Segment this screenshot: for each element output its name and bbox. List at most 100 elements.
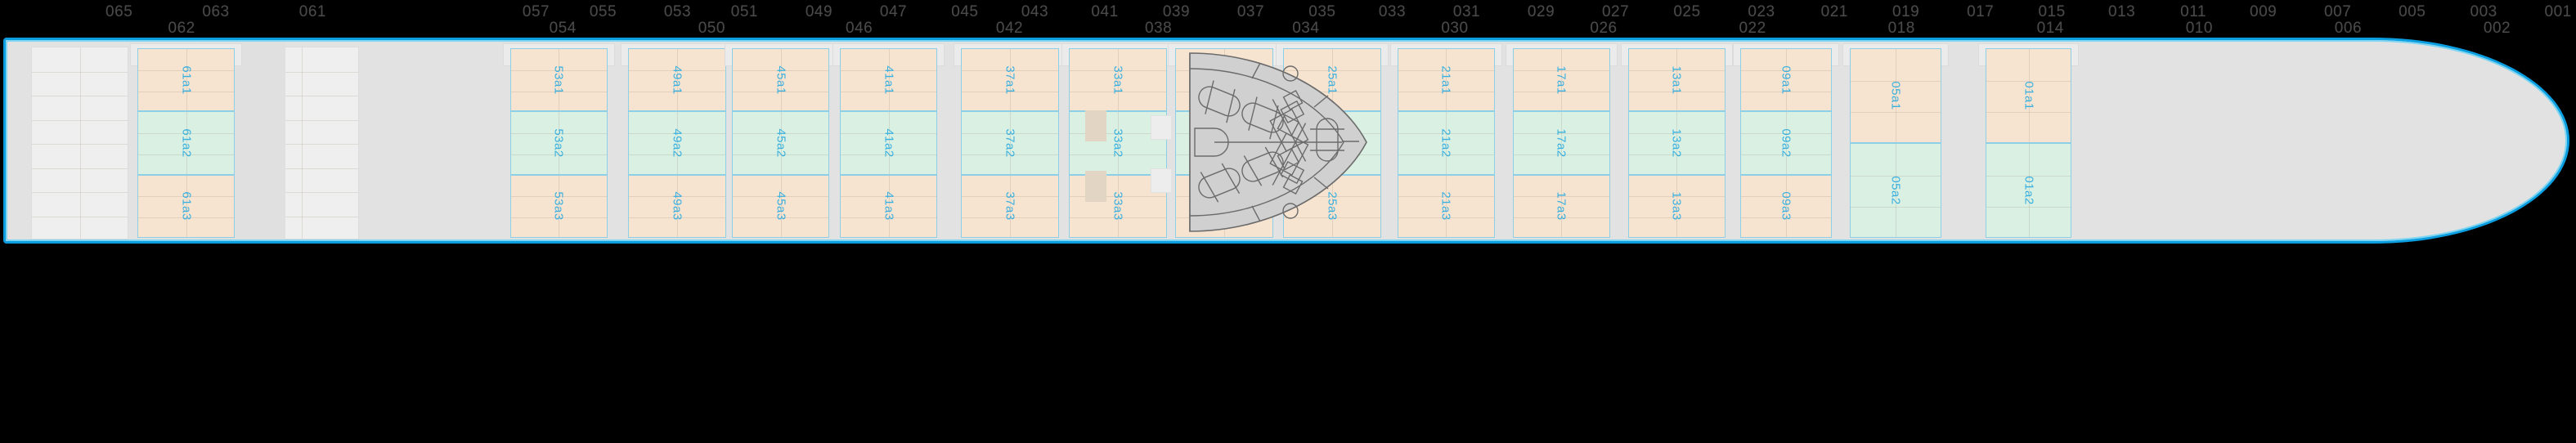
cell-rule (186, 175, 187, 237)
container-cell[interactable]: 37a2 (961, 111, 1059, 175)
container-cell[interactable]: 21a3 (1397, 174, 1495, 238)
container-cell-label: 33a2 (1111, 128, 1125, 158)
cell-rule (1741, 69, 1832, 71)
container-cell[interactable]: 17a3 (1512, 174, 1610, 238)
bow-equipment-drawing (1189, 52, 1367, 232)
cell-rule (138, 133, 235, 135)
bay-number-odd: 063 (202, 3, 230, 20)
cell-rule (1513, 133, 1609, 135)
container-cell[interactable]: 45a3 (731, 174, 830, 238)
bay-stack-17[interactable]: 17a1 17a2 17a3 (1505, 43, 1618, 238)
cell-rule (1676, 175, 1678, 237)
bay-number-even: 030 (1441, 20, 1469, 37)
bay-number-even: 018 (1887, 20, 1915, 37)
cell-rule (1332, 175, 1334, 237)
container-cell[interactable]: 49a3 (628, 174, 726, 238)
container-cell[interactable]: 53a1 (509, 48, 608, 112)
container-cell[interactable]: 09a2 (1740, 111, 1833, 175)
container-cell-label: 41a1 (882, 65, 896, 95)
cell-rule (1513, 217, 1609, 219)
container-cell[interactable]: 13a3 (1627, 174, 1726, 238)
container-cell[interactable]: 45a1 (731, 48, 830, 112)
container-cell[interactable]: 17a2 (1512, 111, 1610, 175)
container-cell[interactable]: 37a3 (961, 174, 1059, 238)
container-cell-label: 05a2 (1888, 176, 1903, 205)
container-cell[interactable]: 33a1 (1069, 48, 1167, 112)
cell-rule (1009, 49, 1011, 111)
bay-number-even: 006 (2334, 20, 2363, 37)
container-cell[interactable]: 61a1 (137, 48, 236, 112)
bay-number-odd: 011 (2180, 3, 2206, 20)
cell-rule (1070, 196, 1166, 198)
container-cell[interactable]: 05a1 (1849, 48, 1941, 143)
panel-rule (79, 47, 81, 239)
cell-rule (1446, 112, 1447, 174)
container-cell[interactable]: 05a2 (1849, 143, 1941, 238)
container-cell[interactable]: 09a1 (1740, 48, 1833, 112)
bay-number-odd: 049 (805, 3, 833, 20)
container-cell-label: 49a3 (670, 191, 684, 221)
container-cell[interactable]: 53a2 (509, 111, 608, 175)
cell-rule (1628, 69, 1725, 71)
container-cell[interactable]: 53a3 (509, 174, 608, 238)
cell-rule (1284, 217, 1380, 219)
cell-rule (840, 69, 937, 71)
cell-rule (840, 154, 937, 155)
cell-rule (1070, 133, 1166, 135)
cell-rule (1786, 49, 1788, 111)
container-cell[interactable]: 45a2 (731, 111, 830, 175)
cell-rule (1009, 112, 1011, 174)
container-cell[interactable]: 01a2 (1986, 143, 2072, 238)
cell-rule (510, 133, 608, 135)
container-cell-label: 61a3 (179, 191, 194, 221)
cell-rule (677, 175, 679, 237)
bay-stack-05[interactable]: 05a1 05a2 (1842, 43, 1949, 238)
cell-rule (780, 175, 782, 237)
container-cell[interactable]: 17a1 (1512, 48, 1610, 112)
cell-rule (962, 133, 1058, 135)
cell-rule (629, 69, 725, 71)
container-cell-label: 17a1 (1554, 65, 1568, 95)
deck-patch (1151, 168, 1172, 193)
bay-number-odd: 027 (1601, 3, 1630, 20)
container-cell-label: 17a3 (1554, 191, 1568, 221)
cell-rule (840, 217, 937, 219)
container-cell-label: 45a2 (774, 128, 788, 158)
container-cell[interactable]: 21a2 (1397, 111, 1495, 175)
bay-stack-45[interactable]: 45a1 45a2 45a3 (724, 43, 837, 238)
cell-rule (1628, 133, 1725, 135)
container-cell[interactable]: 41a1 (839, 48, 938, 112)
cell-rule (1986, 80, 2071, 82)
container-cell[interactable]: 49a2 (628, 111, 726, 175)
container-cell[interactable]: 01a1 (1986, 48, 2072, 143)
cell-rule (1986, 112, 2071, 114)
cell-rule (510, 154, 608, 155)
container-cell[interactable]: 49a1 (628, 48, 726, 112)
container-cell[interactable]: 13a2 (1627, 111, 1726, 175)
cell-rule (1398, 69, 1494, 71)
container-cell[interactable]: 61a3 (137, 174, 236, 238)
container-cell[interactable]: 13a1 (1627, 48, 1726, 112)
bay-stack-41[interactable]: 41a1 41a2 41a3 (832, 43, 945, 238)
bay-number-even: 042 (995, 20, 1024, 37)
container-cell[interactable]: 41a2 (839, 111, 938, 175)
container-cell-label: 33a3 (1111, 191, 1125, 221)
container-cell[interactable]: 41a3 (839, 174, 938, 238)
container-cell[interactable]: 09a3 (1740, 174, 1833, 238)
panel-rule (301, 47, 303, 239)
container-cell-label: 21a1 (1438, 65, 1453, 95)
container-cell[interactable]: 21a1 (1397, 48, 1495, 112)
container-cell-label: 41a2 (882, 128, 896, 158)
container-cell[interactable]: 37a1 (961, 48, 1059, 112)
container-cell[interactable]: 61a2 (137, 111, 236, 175)
